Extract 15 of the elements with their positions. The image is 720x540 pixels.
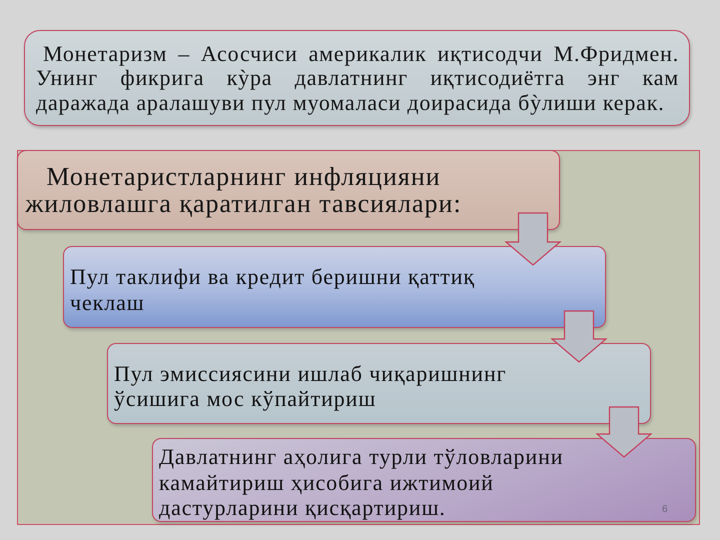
info-box [24,30,690,126]
definition-text: Монетаризм – Асосчиси америкалик иқтисодчи М.Фридмен. Унинг фикрига кỳра давлатнинг иқтисодиётга энг кам даражада аралашуви пул муомаласи доирасида бỳлиши керак. [36,42,679,116]
step-text: Пул эмиссиясини ишлаб чиқаришнинг ўсишига мос кўпайтириш [114,360,508,412]
step-text: Пул таклифи ва кредит беришни қаттиқ чеклаш [70,264,476,315]
block-arrow [504,212,562,266]
step-box [63,246,606,328]
heading-text: Монетаристларнинг инфляцияни жиловлашга қаратилган тавсиялари: [24,163,463,217]
block-arrow [595,406,653,458]
slide-number: 6 [662,504,668,515]
block-arrow [550,310,608,363]
step-box [152,438,696,522]
step-box [107,343,651,424]
heading-box [17,150,560,230]
step-text: Давлатнинг аҳолига турли тўловларини камайтириш ҳисобига ижтимоий дастурларини қисқартириш. [159,444,564,521]
panel [17,150,700,525]
